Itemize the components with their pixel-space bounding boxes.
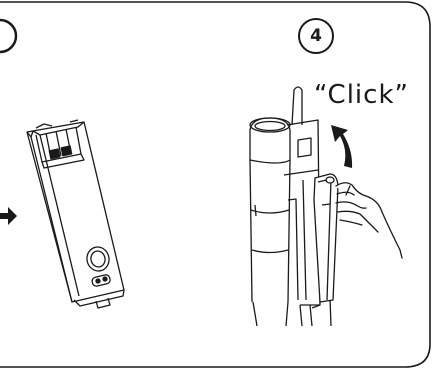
click-annotation: “Click” [314, 80, 409, 110]
curved-up-arrow-icon [331, 125, 352, 168]
right-arrow-icon [0, 207, 17, 225]
step-number-badge: 4 [298, 18, 334, 54]
hand [336, 183, 402, 258]
previous-step-circle [0, 20, 16, 52]
step-number-text: 4 [310, 26, 322, 46]
battery-insert [314, 174, 338, 302]
battery-pack [27, 120, 124, 308]
